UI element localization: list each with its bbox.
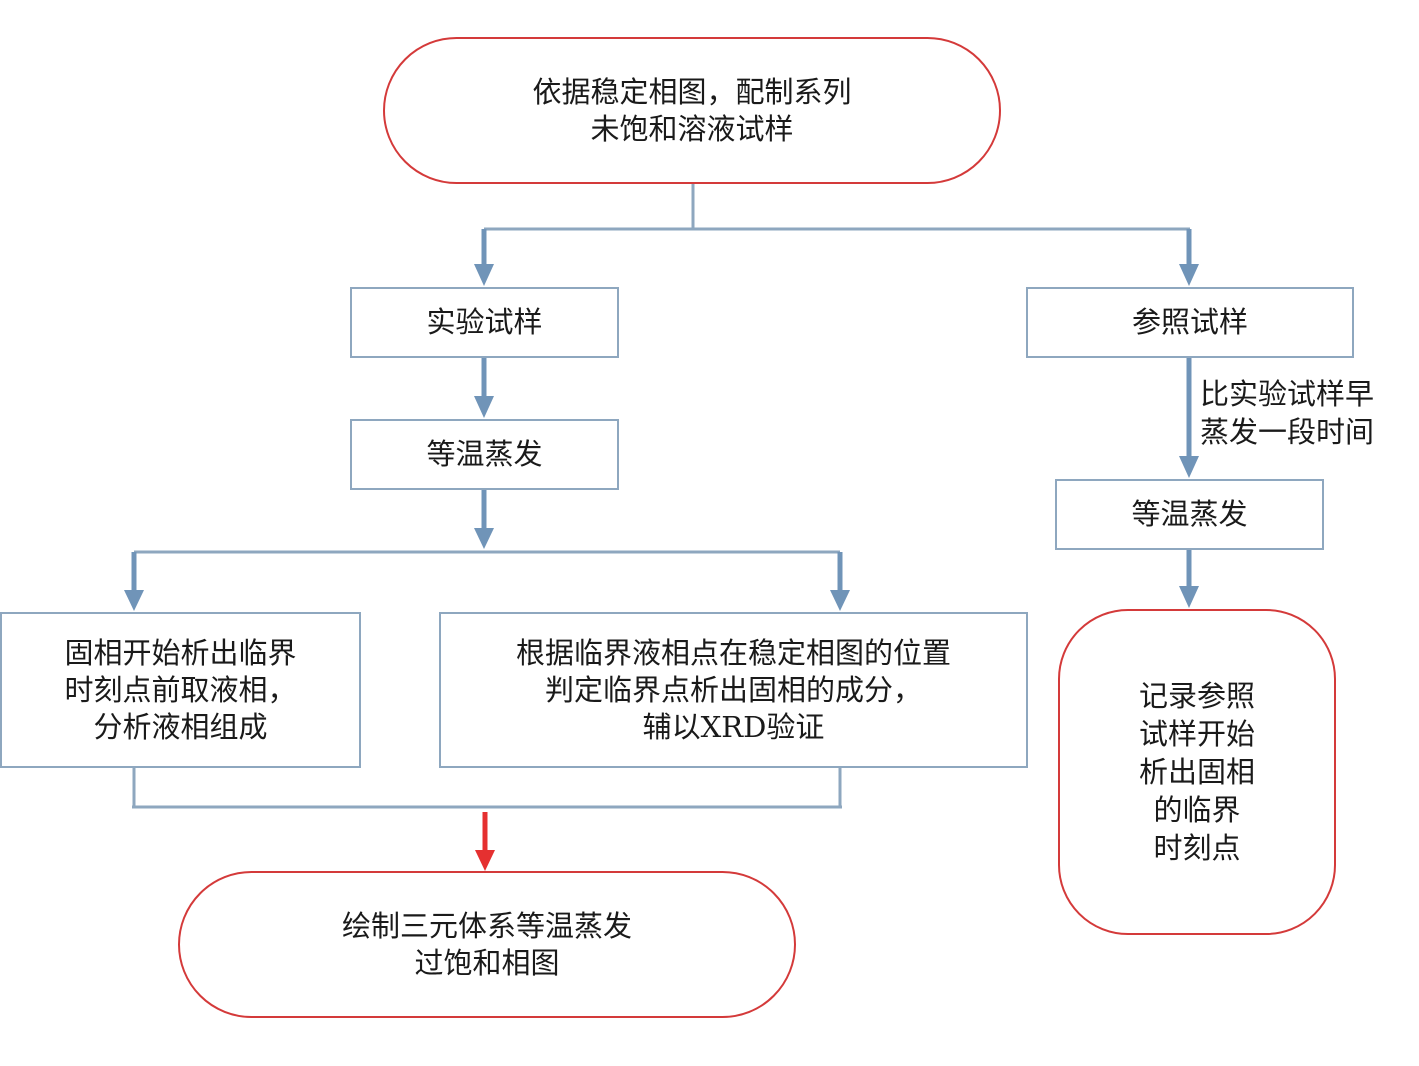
arrow-to-evap-left-head — [474, 396, 494, 418]
node-reference-sample-text: 参照试样 — [1131, 305, 1248, 339]
edge-label-early-evaporation: 比实验试样早 蒸发一段时间 — [1200, 377, 1375, 449]
node-experimental-sample-text: 实验试样 — [426, 305, 543, 339]
node-liquid-sampling: 固相开始析出临界 时刻点前取液相， 分析液相组成 — [0, 612, 361, 768]
arrow-to-record-head — [1179, 586, 1199, 608]
node-reference-sample: 参照试样 — [1026, 287, 1354, 358]
arrow-evap-left-down-head — [474, 528, 494, 549]
node-start-text: 依据稳定相图，配制系列 未饱和溶液试样 — [532, 74, 852, 146]
node-end: 绘制三元体系等温蒸发 过饱和相图 — [178, 871, 796, 1018]
node-solid-phase-determination-text: 根据临界液相点在稳定相图的位置 判定临界点析出固相的成分， 辅以XRD验证 — [515, 635, 951, 744]
arrow-to-solid-phase-head — [830, 590, 850, 611]
arrow-to-evap-right-head — [1179, 456, 1199, 478]
arrow-to-experimental-sample-head — [474, 264, 494, 286]
arrow-to-reference-sample-head — [1179, 264, 1199, 286]
arrow-to-end-head — [475, 850, 495, 871]
node-end-text: 绘制三元体系等温蒸发 过饱和相图 — [341, 908, 632, 980]
node-liquid-sampling-text: 固相开始析出临界 时刻点前取液相， 分析液相组成 — [64, 635, 297, 744]
node-solid-phase-determination: 根据临界液相点在稳定相图的位置 判定临界点析出固相的成分， 辅以XRD验证 — [439, 612, 1028, 768]
node-start: 依据稳定相图，配制系列 未饱和溶液试样 — [383, 37, 1001, 184]
node-isothermal-evap-right-text: 等温蒸发 — [1131, 497, 1248, 531]
node-record-critical-time: 记录参照 试样开始 析出固相 的临界 时刻点 — [1058, 609, 1336, 935]
node-experimental-sample: 实验试样 — [350, 287, 619, 358]
node-isothermal-evap-left: 等温蒸发 — [350, 419, 619, 490]
node-isothermal-evap-left-text: 等温蒸发 — [426, 437, 543, 471]
arrow-to-liquid-sampling-head — [124, 590, 144, 611]
node-isothermal-evap-right: 等温蒸发 — [1055, 479, 1324, 550]
node-record-critical-time-text: 记录参照 试样开始 析出固相 的临界 时刻点 — [1138, 679, 1255, 865]
